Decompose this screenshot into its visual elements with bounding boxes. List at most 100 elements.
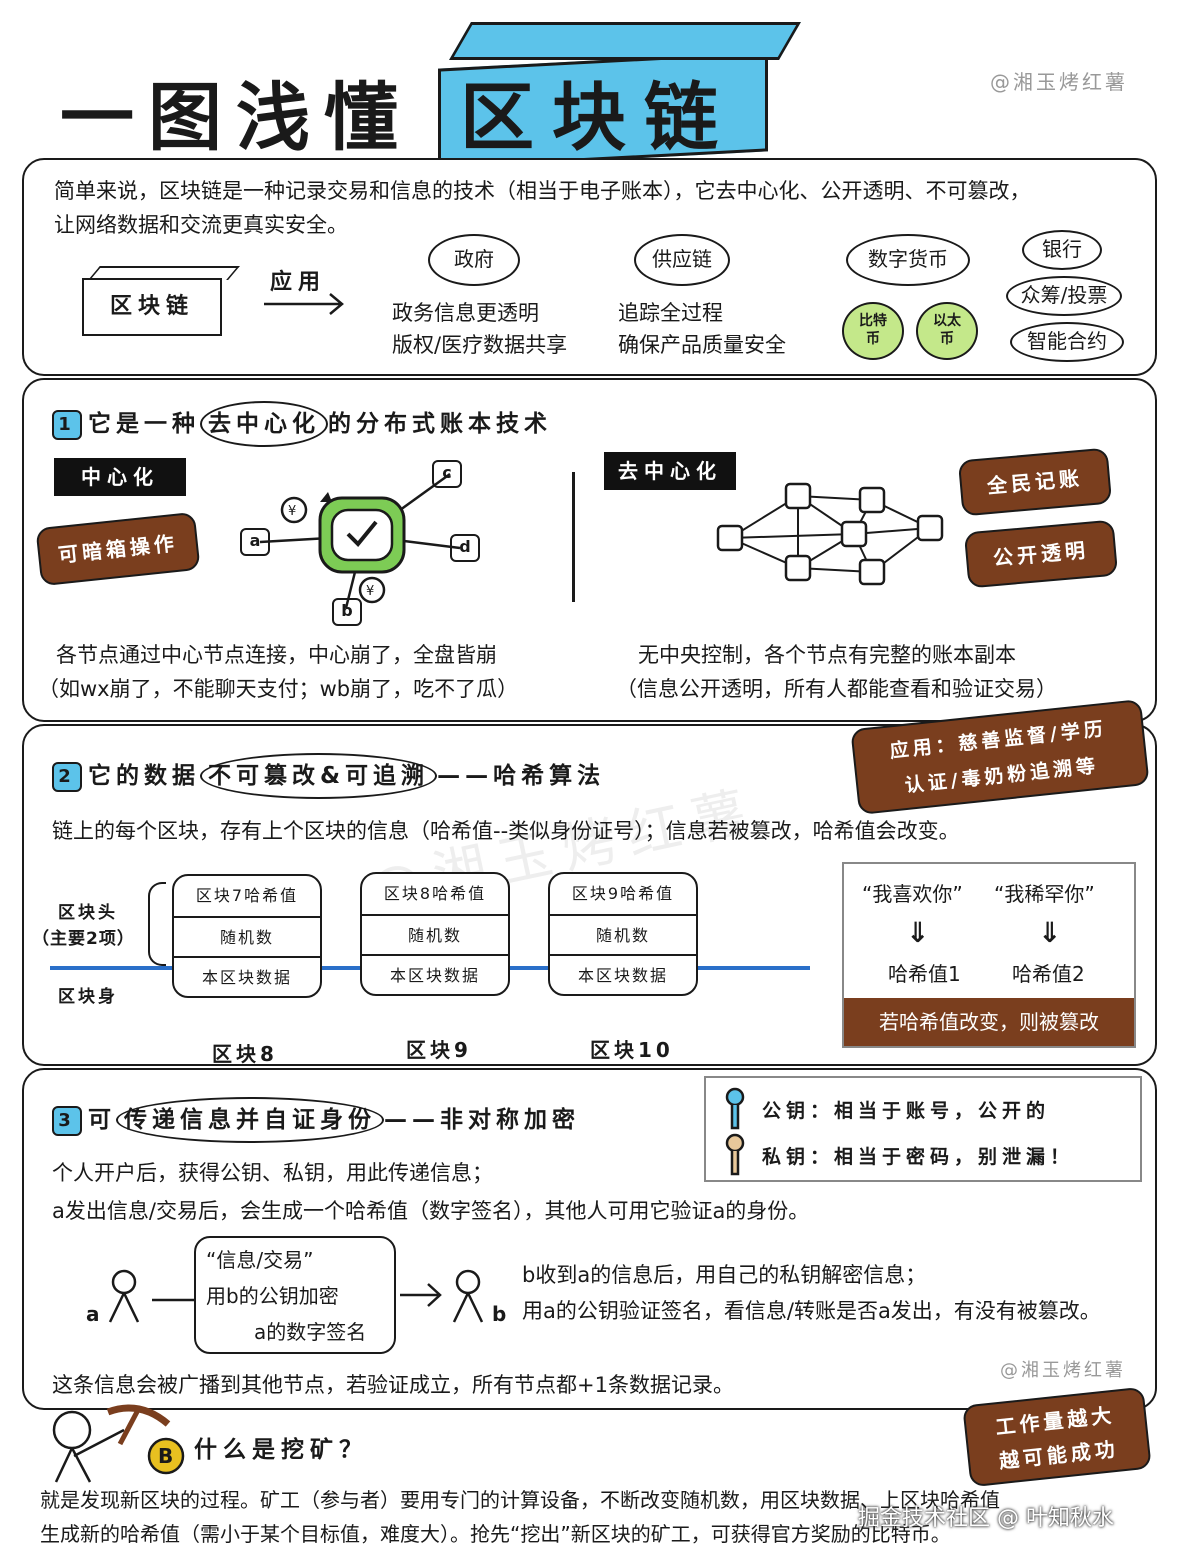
hash2: 哈希值2 — [1012, 962, 1085, 986]
block-8-data: 本区块数据 — [174, 956, 320, 996]
central-label: 中心化 — [54, 458, 186, 496]
smart-contract-label: 智能合约 — [1027, 329, 1107, 353]
supply-line1: 追踪全过程 — [618, 301, 723, 325]
page-title: 一图浅懂 区块链 — [60, 22, 820, 169]
bank-bubble: 银行 — [1022, 230, 1102, 270]
section3-number: 3 — [52, 1105, 82, 1136]
blockchain-cube-label: 区块链 — [109, 294, 194, 319]
public-key-icon — [725, 1087, 745, 1130]
crowdfund-label: 众筹/投票 — [1020, 283, 1108, 307]
hash-example-box: “我喜欢你” “我稀罕你” ⇓ ⇓ 哈希值1 哈希值2 若哈希值改变，则被篡改 — [842, 862, 1136, 1048]
supply-label: 供应链 — [652, 247, 712, 271]
msg-line3: a的数字签名 — [254, 1320, 367, 1344]
intro-panel: 简单来说，区块链是一种记录交易和信息的技术（相当于电子账本），它去中心化、公开透… — [22, 158, 1157, 376]
person-b-label: b — [492, 1302, 507, 1326]
coin-label: B — [158, 1444, 174, 1468]
block-8-nonce: 随机数 — [174, 916, 320, 956]
block-8: 区块7哈希值 随机数 本区块数据 — [172, 874, 322, 998]
s3-line1: 个人开户后，获得公钥、私钥，用此传递信息； — [52, 1161, 493, 1185]
bitcoin-label: 比特币 — [859, 313, 887, 347]
quote1: “我喜欢你” — [862, 882, 963, 906]
svg-text:¥: ¥ — [366, 584, 374, 599]
central-warning-tag: 可暗箱操作 — [35, 511, 201, 587]
digital-label: 数字货币 — [868, 247, 948, 271]
supply-bubble: 供应链 — [634, 234, 730, 286]
block-9-hash: 区块8哈希值 — [383, 884, 487, 903]
section3-title-post: ——非对称加密 — [384, 1107, 580, 1133]
hash1: 哈希值1 — [888, 962, 961, 986]
arrow-to-b-icon — [400, 1283, 442, 1307]
title-highlight-box-top — [449, 22, 801, 60]
miner-icon — [52, 1404, 185, 1483]
section1-title-post: 的分布式账本技术 — [328, 411, 552, 437]
recv-line2: 用a的公钥验证签名，看信息/转账是否a发出，有没有被篡改。 — [522, 1299, 1101, 1323]
decentral-label: 去中心化 — [604, 452, 736, 490]
down-arrow-icon: ⇓ — [1038, 916, 1062, 949]
ether-label: 以太币 — [933, 313, 961, 347]
private-key-icon — [725, 1133, 745, 1176]
person-a-icon — [108, 1269, 140, 1323]
block-10-hash: 区块9哈希值 — [571, 884, 675, 903]
block-9-nonce: 随机数 — [362, 914, 508, 954]
central-line2: （如wx崩了，不能聊天支付；wb崩了，吃不了瓜） — [38, 677, 519, 701]
block-10-name: 区块10 — [590, 1038, 674, 1062]
node-c: c — [432, 460, 462, 488]
s3-line2: a发出信息/交易后，会生成一个哈希值（数字签名），其他人可用它验证a的身份。 — [52, 1199, 810, 1223]
broadcast-line: 这条信息会被广播到其他节点，若验证成立，所有节点都+1条数据记录。 — [52, 1373, 734, 1397]
public-key-text: 公钥：相当于账号，公开的 — [762, 1100, 1051, 1122]
gov-line1: 政务信息更透明 — [392, 301, 539, 325]
s2-desc: 链上的每个区块，存有上个区块的信息（哈希值--类似身份证号）；信息若被篡改，哈希… — [52, 819, 960, 843]
block-9: 区块8哈希值 随机数 本区块数据 — [360, 872, 510, 996]
gov-label: 政府 — [454, 247, 494, 271]
block-9-name: 区块9 — [406, 1038, 472, 1062]
smart-contract-bubble: 智能合约 — [1010, 322, 1124, 362]
blockchain-cube: 区块链 — [82, 278, 222, 336]
watermark-bottom: @湘玉烤红薯 — [1000, 1360, 1126, 1381]
block-8-name: 区块8 — [212, 1042, 278, 1066]
block-10: 区块9哈希值 随机数 本区块数据 — [548, 872, 698, 996]
block-head-label: 区块头 — [58, 903, 118, 923]
block-body-label: 区块身 — [58, 987, 118, 1007]
node-a: a — [240, 528, 270, 556]
gov-line2: 版权/医疗数据共享 — [392, 333, 568, 357]
decentral-tag-bookkeeping: 全民记账 — [957, 447, 1113, 517]
bank-label: 银行 — [1042, 237, 1082, 261]
decentral-line2: （信息公开透明，所有人都能查看和验证交易） — [616, 677, 1057, 701]
mining-line1: 就是发现新区块的过程。矿工（参与者）要用专门的计算设备，不断改变随机数，用区块数… — [40, 1488, 1000, 1512]
msg-line2: 用b的公钥加密 — [206, 1284, 339, 1308]
intro-line2: 让网络数据和交流更真实安全。 — [54, 213, 348, 237]
block-head-brace — [148, 882, 166, 966]
block-head-sub: （主要2项） — [32, 929, 135, 949]
svg-text:¥: ¥ — [288, 504, 296, 519]
quote2: “我稀罕你” — [994, 882, 1095, 906]
block-10-data: 本区块数据 — [550, 954, 696, 994]
ether-coin: 以太币 — [916, 302, 978, 360]
blockchain-cube-top — [88, 266, 240, 280]
decentral-tag-transparent: 公开透明 — [963, 519, 1119, 589]
central-network-diagram: ¥ ¥ — [259, 472, 461, 609]
block-9-data: 本区块数据 — [362, 954, 508, 994]
site-watermark: 掘金技术社区 @ 叶知秋水 — [858, 1506, 1114, 1531]
keys-box: 公钥：相当于账号，公开的 私钥：相当于密码，别泄漏！ — [704, 1076, 1142, 1182]
bitcoin-coin: 比特币 — [842, 302, 904, 360]
crowdfund-bubble: 众筹/投票 — [1006, 276, 1122, 316]
apply-label: 应用 — [270, 270, 327, 295]
message-box: “信息/交易” 用b的公钥加密 a的数字签名 — [194, 1236, 396, 1354]
mining-title: 什么是挖矿？ — [194, 1437, 368, 1463]
mining-line2: 生成新的哈希值（需小于某个目标值，难度大）。抢先“挖出”新区块的矿工，可获得官方… — [40, 1522, 951, 1546]
arrow-to-message-icon — [152, 1298, 198, 1302]
title-highlight-text: 区块链 — [460, 75, 736, 161]
block-8-hash: 区块7哈希值 — [195, 886, 299, 905]
section2-number: 2 — [52, 761, 82, 792]
supply-line2: 确保产品质量安全 — [618, 333, 786, 357]
gov-bubble: 政府 — [428, 234, 520, 286]
tamper-note: 若哈希值改变，则被篡改 — [844, 998, 1134, 1046]
section1-title-pre: 它是一种 — [88, 411, 200, 437]
private-key-text: 私钥：相当于密码，别泄漏！ — [762, 1146, 1075, 1168]
node-b: b — [332, 598, 362, 626]
recv-line1: b收到a的信息后，用自己的私钥解密信息； — [522, 1263, 927, 1287]
central-line1: 各节点通过中心节点连接，中心崩了，全盘皆崩 — [56, 643, 497, 667]
